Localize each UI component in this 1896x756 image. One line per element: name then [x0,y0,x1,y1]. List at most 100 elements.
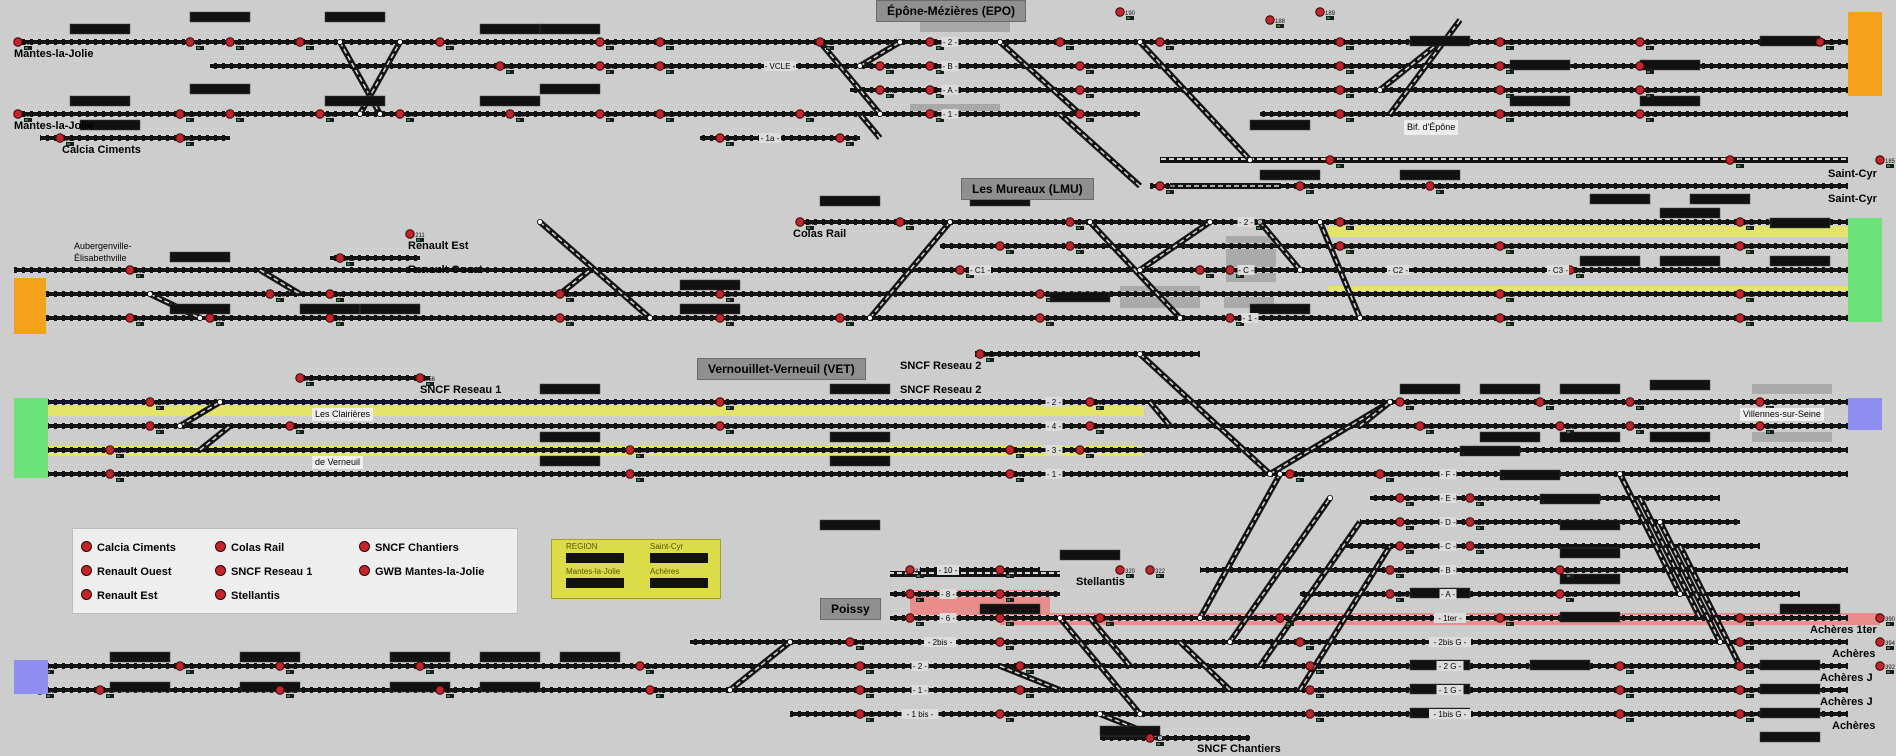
signal[interactable] [655,109,665,119]
signal[interactable] [1385,589,1395,599]
signal[interactable] [275,685,285,695]
train-number-display[interactable] [679,303,741,315]
switch-point[interactable] [1057,615,1064,622]
signal[interactable] [715,313,725,323]
signal[interactable] [95,685,105,695]
train-number-display[interactable] [1559,611,1621,623]
train-number-display[interactable] [389,681,451,693]
terminal-vet-green[interactable] [14,398,48,478]
switch-point[interactable] [1137,350,1144,357]
terminal-lmu-green[interactable] [1848,218,1882,322]
switch-point[interactable] [1177,314,1184,321]
switch-point[interactable] [376,111,383,118]
region-display[interactable] [650,553,708,563]
signal[interactable] [275,661,285,671]
terminal-mantes-orange[interactable] [14,278,46,334]
train-number-display[interactable] [1539,493,1601,505]
train-number-display[interactable] [69,95,131,107]
signal[interactable] [1635,61,1645,71]
signal[interactable] [555,313,565,323]
signal[interactable] [1085,397,1095,407]
signal[interactable] [905,613,915,623]
signal[interactable] [1225,313,1235,323]
signal[interactable] [855,709,865,719]
switch-point[interactable] [857,63,864,70]
switch-point[interactable] [1087,218,1094,225]
switch-point[interactable] [396,39,403,46]
signal[interactable] [1555,565,1565,575]
signal[interactable] [1465,493,1475,503]
switch-point[interactable] [1657,519,1664,526]
switch-point[interactable] [1277,470,1284,477]
switch-point[interactable] [787,639,794,646]
signal[interactable] [505,109,515,119]
signal[interactable] [415,661,425,671]
signal[interactable] [435,685,445,695]
switch-point[interactable] [176,422,183,429]
signal[interactable] [145,397,155,407]
train-number-display[interactable] [169,303,231,315]
train-number-display[interactable] [1509,59,1571,71]
signal[interactable] [315,109,325,119]
signal[interactable] [855,685,865,695]
train-number-display[interactable] [479,681,541,693]
signal[interactable] [405,229,415,239]
switch-point[interactable] [1197,615,1204,622]
signal[interactable] [1495,613,1505,623]
signal[interactable] [1075,109,1085,119]
train-number-display[interactable] [1689,193,1751,205]
signal[interactable] [1275,613,1285,623]
signal[interactable] [905,589,915,599]
train-number-display[interactable] [829,431,891,443]
signal[interactable] [835,133,845,143]
signal[interactable] [1735,217,1745,227]
signal[interactable] [815,37,825,47]
signal[interactable] [1495,61,1505,71]
signal[interactable] [415,373,425,383]
signal[interactable] [1875,637,1885,647]
train-number-display[interactable] [359,303,421,315]
signal[interactable] [1495,85,1505,95]
train-number-display[interactable] [1759,707,1821,719]
switch-point[interactable] [867,314,874,321]
switch-point[interactable] [336,39,343,46]
switch-point[interactable] [1137,39,1144,46]
signal[interactable] [1115,565,1125,575]
train-number-display[interactable] [1049,291,1111,303]
switch-point[interactable] [1617,470,1624,477]
train-number-display[interactable] [1399,383,1461,395]
train-number-display[interactable] [1579,255,1641,267]
train-number-display[interactable] [1059,549,1121,561]
signal[interactable] [1035,289,1045,299]
signal[interactable] [1335,217,1345,227]
train-number-display[interactable] [539,383,601,395]
signal[interactable] [1395,397,1405,407]
signal[interactable] [1465,517,1475,527]
signal[interactable] [1015,685,1025,695]
signal[interactable] [975,349,985,359]
signal[interactable] [845,637,855,647]
signal[interactable] [325,313,335,323]
signals[interactable] [13,7,1894,746]
signal[interactable] [995,565,1005,575]
signal[interactable] [395,109,405,119]
signal[interactable] [1735,613,1745,623]
signal[interactable] [1145,565,1155,575]
train-number-display[interactable] [1499,469,1561,481]
train-number-display[interactable] [1399,169,1461,181]
signal[interactable] [1285,469,1295,479]
switch-point[interactable] [1677,591,1684,598]
signal[interactable] [1755,397,1765,407]
train-number-display[interactable] [1509,95,1571,107]
signal[interactable] [1305,709,1315,719]
signal[interactable] [1395,517,1405,527]
train-number-display[interactable] [189,83,251,95]
signal[interactable] [285,421,295,431]
train-number-display[interactable] [1099,725,1161,737]
switch-point[interactable] [877,111,884,118]
signal[interactable] [1335,109,1345,119]
region-display[interactable] [650,578,708,588]
signal[interactable] [1395,493,1405,503]
signal[interactable] [1085,421,1095,431]
signal[interactable] [55,133,65,143]
